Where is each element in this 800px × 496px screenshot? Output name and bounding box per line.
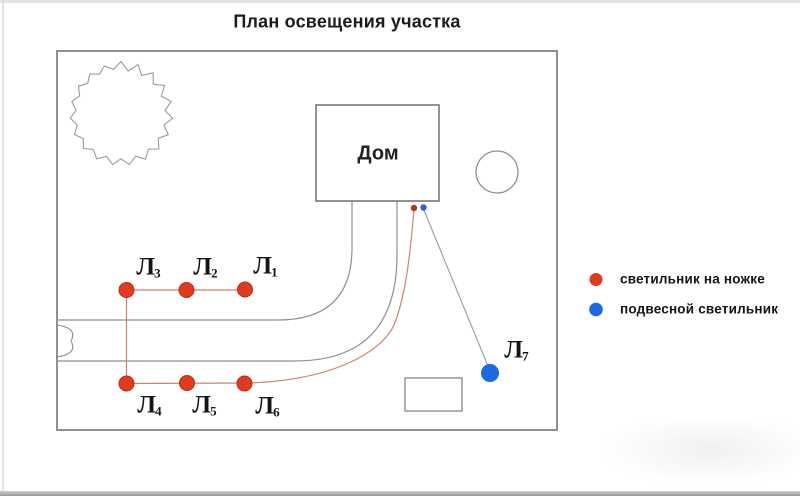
utility-rect [404,377,463,412]
legend-item-standing-lamp: светильник на ножке [589,272,765,287]
gate-icon [56,324,74,358]
lamp-label-L4-base: Л [137,391,157,419]
house-outline [315,104,440,202]
lamp-label-L1-base: Л [253,252,273,280]
decorative-circle [475,150,519,194]
lamp-label-L2-sub: 2 [211,265,218,281]
lamp-label-L1-sub: 1 [271,264,278,280]
lamp-L4-dot [118,375,135,392]
lamp-label-L2: Л2 [193,255,218,280]
lamp-label-L6-base: Л [255,392,275,420]
red-cable [125,208,415,385]
blue-cable [422,208,491,372]
hanging-lamp-icon [589,302,603,316]
lamp-label-L6-sub: 6 [273,404,280,420]
lamp-L6-dot [236,375,253,392]
lamp-L5-dot [179,375,195,391]
lamp-label-L5-base: Л [192,391,212,419]
legend-label-standing: светильник на ножке [620,271,765,287]
faded-watermark-area [600,420,800,485]
lamp-label-L3-base: Л [136,253,156,281]
path-upper-line [57,201,353,321]
lamp-label-L3-sub: 3 [154,265,161,281]
path-lower-line [57,201,398,362]
page-bottom-edge [0,491,800,496]
standing-lamp-icon [589,272,603,286]
lamp-L7-dot [481,364,499,382]
page-left-edge [2,0,4,496]
legend-item-hanging-lamp: подвесной светильник [589,302,778,317]
lamp-label-L4-sub: 4 [155,403,162,419]
lamp-L1-dot [237,281,253,298]
junction-blue-dot [420,204,427,211]
lamp-label-L7-sub: 7 [522,348,529,364]
page-title: План освещения участка [233,11,461,32]
lamp-label-L3: Л3 [136,255,161,280]
lamp-label-L4: Л4 [137,393,162,418]
lamp-label-L1: Л1 [253,254,278,279]
lamp-L2-dot [178,282,195,298]
tree-icon [69,60,174,166]
house-label: Дом [357,142,399,165]
lamp-label-L5: Л5 [192,393,217,418]
lamp-L3-dot [118,282,135,298]
lamp-label-L5-sub: 5 [210,403,217,419]
lamp-label-L2-base: Л [193,253,213,281]
lamp-label-L7: Л7 [504,338,529,363]
legend-label-hanging: подвесной светильник [620,301,779,317]
legend-blue-dot [589,302,603,316]
page-top-edge [0,0,800,3]
legend-red-dot [589,272,603,286]
junction-red-dot [410,204,418,212]
lamp-label-L6: Л6 [255,394,280,419]
lamp-label-L7-base: Л [504,336,524,364]
